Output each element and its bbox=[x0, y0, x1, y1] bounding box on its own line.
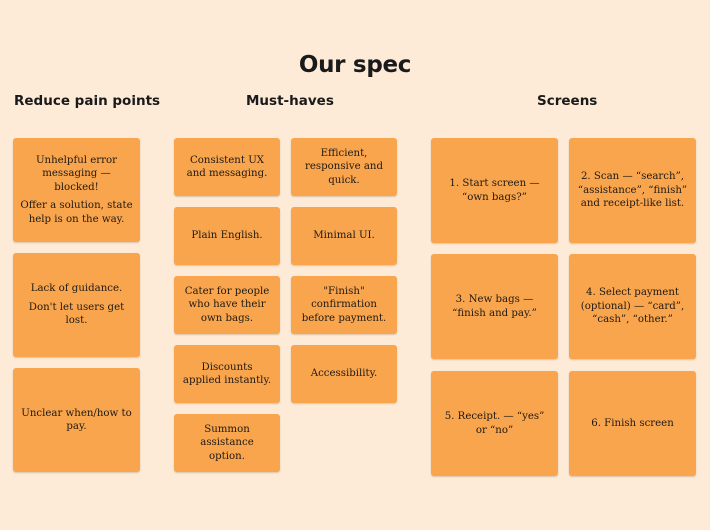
sticky-note[interactable]: Plain English. bbox=[174, 207, 280, 265]
sticky-note[interactable]: Consistent UX and messaging. bbox=[174, 138, 280, 196]
sticky-note[interactable]: Discounts applied instantly. bbox=[174, 345, 280, 403]
note-text: Cater for people who have their own bags… bbox=[184, 285, 270, 324]
note-text: Unclear when/how to pay. bbox=[21, 407, 132, 433]
note-text: Unhelpful error messaging — blocked! bbox=[35, 154, 118, 193]
note-text: Minimal UI. bbox=[313, 230, 375, 242]
note-text: 6. Finish screen bbox=[591, 417, 674, 429]
sticky-note[interactable]: Minimal UI. bbox=[291, 207, 397, 265]
sticky-note[interactable]: 4. Select payment (optional) — “card”, “… bbox=[569, 254, 696, 359]
column-heading-must-haves: Must-haves bbox=[246, 93, 334, 109]
note-text: Discounts applied instantly. bbox=[182, 361, 272, 387]
sticky-note[interactable]: Lack of guidance. Don't let users get lo… bbox=[13, 253, 140, 357]
note-text: 3. New bags — “finish and pay.” bbox=[452, 294, 537, 319]
page-title: Our spec bbox=[298, 52, 412, 78]
sticky-note[interactable]: Accessibility. bbox=[291, 345, 397, 403]
column-heading-screens: Screens bbox=[537, 93, 598, 109]
sticky-note[interactable]: 2. Scan — “search”, “assistance”, “finis… bbox=[569, 138, 696, 243]
sticky-note[interactable]: Efficient, responsive and quick. bbox=[291, 138, 397, 196]
note-text: Plain English. bbox=[191, 230, 263, 242]
sticky-note[interactable]: Unhelpful error messaging — blocked! Off… bbox=[13, 138, 140, 242]
note-text: Accessibility. bbox=[310, 368, 378, 380]
sticky-note[interactable]: 1. Start screen — “own bags?” bbox=[431, 138, 558, 243]
sticky-note[interactable]: Cater for people who have their own bags… bbox=[174, 276, 280, 334]
note-text: 4. Select payment (optional) — “card”, “… bbox=[580, 287, 685, 326]
note-text: Efficient, responsive and quick. bbox=[304, 147, 383, 186]
sticky-note[interactable]: 5. Receipt. — “yes” or “no” bbox=[431, 371, 558, 476]
note-text: 1. Start screen — “own bags?” bbox=[449, 178, 540, 203]
note-text: Summon assistance option. bbox=[200, 423, 254, 462]
column-heading-pain-points: Reduce pain points bbox=[14, 93, 161, 109]
note-text: Offer a solution, state help is on the w… bbox=[20, 200, 133, 225]
note-text: Lack of guidance. bbox=[30, 283, 123, 295]
sticky-note[interactable]: Summon assistance option. bbox=[174, 414, 280, 472]
note-text: 5. Receipt. — “yes” or “no” bbox=[444, 411, 545, 436]
sticky-note[interactable]: 3. New bags — “finish and pay.” bbox=[431, 254, 558, 359]
sticky-note[interactable]: 6. Finish screen bbox=[569, 371, 696, 476]
sticky-note[interactable]: Unclear when/how to pay. bbox=[13, 368, 140, 472]
note-text: Don't let users get lost. bbox=[28, 301, 125, 327]
note-text: 2. Scan — “search”, “assistance”, “finis… bbox=[577, 171, 688, 210]
note-text: Consistent UX and messaging. bbox=[186, 154, 268, 180]
sticky-note[interactable]: "Finish" confirmation before payment. bbox=[291, 276, 397, 334]
note-text: "Finish" confirmation before payment. bbox=[301, 285, 387, 324]
